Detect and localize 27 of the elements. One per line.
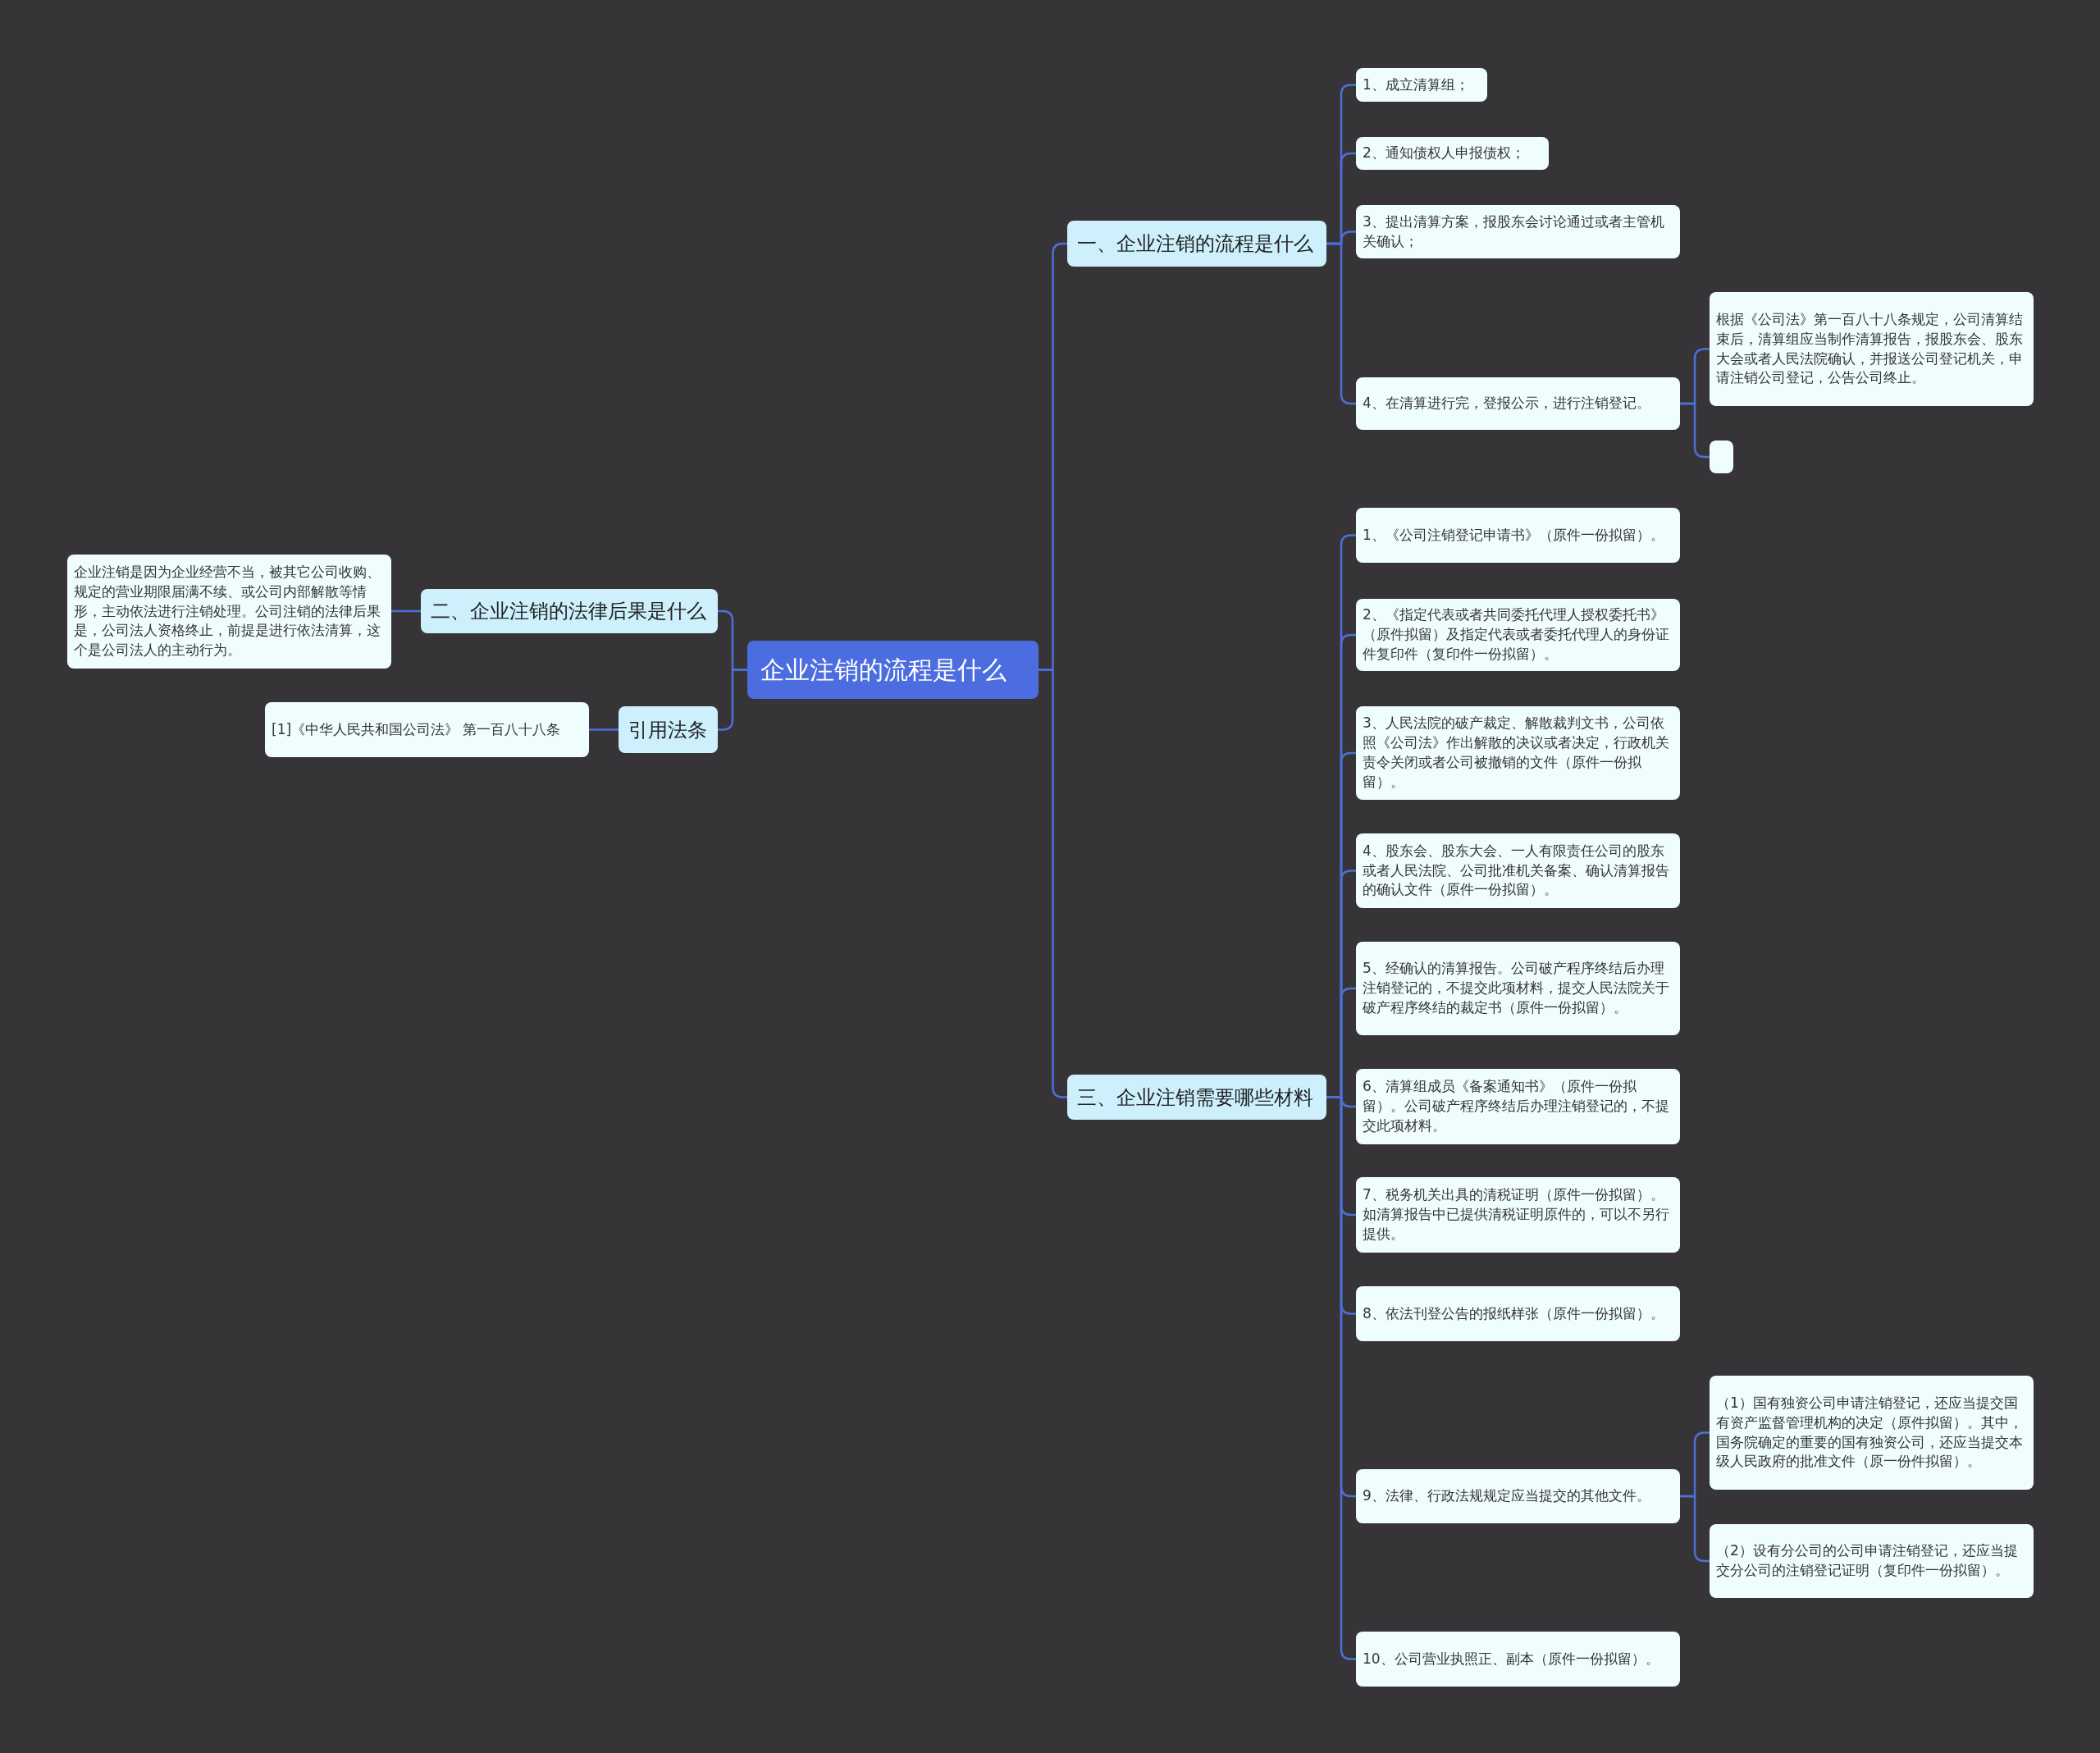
leaf-topic: 9、法律、行政法规规定应当提交的其他文件。: [1356, 1469, 1680, 1523]
branch-topic: 引用法条: [619, 706, 718, 753]
leaf-topic: 1、成立清算组；: [1356, 68, 1487, 102]
leaf-topic: （1）国有独资公司申请注销登记，还应当提交国有资产监督管理机构的决定（原件拟留）。其中，国务院确定的重要的国有独资公司，还应当提交本级人民政府的批准文件（原一份件拟留）。: [1710, 1376, 2034, 1490]
leaf-topic: 企业注销是因为企业经营不当，被其它公司收购、规定的营业期限届满不续、或公司内部解散等情形，主动依法进行注销处理。公司注销的法律后果是，公司法人资格终止，前提是进行依法清算，这个是公司法人的主动行为。: [67, 555, 391, 669]
leaf-topic: （2）设有分公司的公司申请注销登记，还应当提交分公司的注销登记证明（复印件一份拟留）。: [1710, 1524, 2034, 1598]
leaf-topic: 8、依法刊登公告的报纸样张（原件一份拟留）。: [1356, 1286, 1680, 1341]
leaf-topic: 5、经确认的清算报告。公司破产程序终结后办理注销登记的，不提交此项材料，提交人民法院关于破产程序终结的裁定书（原件一份拟留）。: [1356, 942, 1680, 1035]
leaf-topic: 10、公司营业执照正、副本（原件一份拟留）。: [1356, 1632, 1680, 1687]
leaf-topic: 3、提出清算方案，报股东会讨论通过或者主管机关确认；: [1356, 205, 1680, 258]
leaf-topic: 2、通知债权人申报债权；: [1356, 137, 1549, 170]
empty-box: [1710, 441, 1733, 473]
leaf-topic: 2、《指定代表或者共同委托代理人授权委托书》（原件拟留）及指定代表或者委托代理人的身份证件复印件（复印件一份拟留）。: [1356, 599, 1680, 671]
leaf-topic: 4、股东会、股东大会、一人有限责任公司的股东或者人民法院、公司批准机关备案、确认清算报告的确认文件（原件一份拟留）。: [1356, 833, 1680, 908]
leaf-topic: 3、人民法院的破产裁定、解散裁判文书，公司依照《公司法》作出解散的决议或者决定，行政机关责令关闭或者公司被撤销的文件（原件一份拟留）。: [1356, 706, 1680, 800]
branch-topic: 一、企业注销的流程是什么: [1067, 221, 1326, 267]
leaf-topic: 4、在清算进行完，登报公示，进行注销登记。: [1356, 377, 1680, 430]
leaf-topic: 根据《公司法》第一百八十八条规定，公司清算结束后，清算组应当制作清算报告，报股东会、股东大会或者人民法院确认，并报送公司登记机关，申请注销公司登记，公告公司终止。: [1710, 292, 2034, 406]
connector-line: [589, 728, 619, 731]
connector-line: [391, 609, 421, 613]
branch-topic: 二、企业注销的法律后果是什么: [421, 589, 718, 633]
root-topic: 企业注销的流程是什么: [747, 641, 1039, 699]
leaf-topic: 1、《公司注销登记申请书》（原件一份拟留）。: [1356, 508, 1680, 563]
branch-topic: 三、企业注销需要哪些材料: [1067, 1075, 1326, 1120]
leaf-topic: [1]《中华人民共和国公司法》 第一百八十八条: [265, 702, 589, 757]
leaf-topic: 6、清算组成员《备案通知书》（原件一份拟留）。公司破产程序终结后办理注销登记的，不提交此项材料。: [1356, 1069, 1680, 1144]
leaf-topic: 7、税务机关出具的清税证明（原件一份拟留）。如清算报告中已提供清税证明原件的，可以不另行提供。: [1356, 1177, 1680, 1253]
